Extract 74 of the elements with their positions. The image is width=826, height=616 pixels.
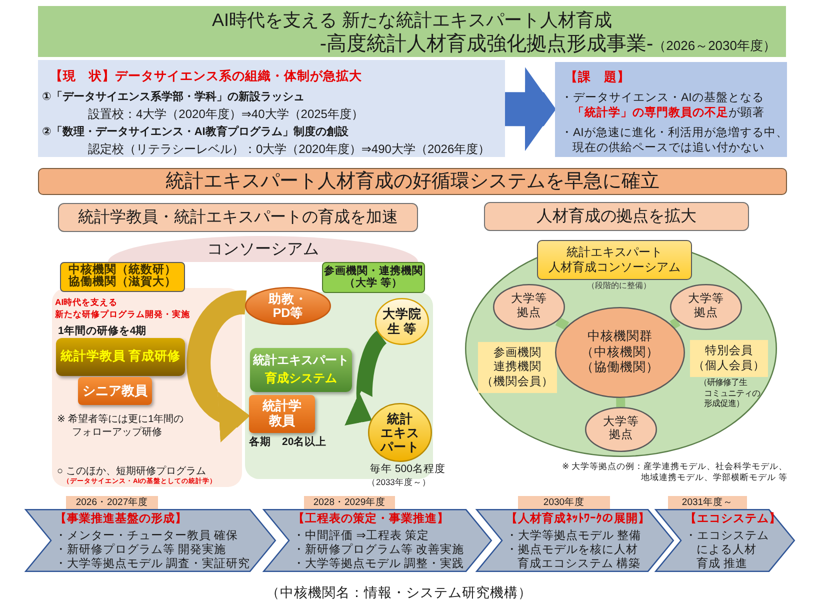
bullet-item: ・メンター・チューター教員 確保 bbox=[55, 529, 238, 543]
annotation-text: 各期 20名以上 bbox=[249, 436, 327, 450]
annotation-text: AI時代を支える新たな研修プログラム開発・実施 bbox=[55, 296, 190, 320]
box-text: 育成システム bbox=[264, 371, 338, 386]
bullet-item: ・エコシステムによる人材育成 推進 bbox=[685, 529, 769, 571]
issue-panel bbox=[555, 62, 787, 157]
year-tab: 2030年度 bbox=[518, 496, 610, 510]
process-box bbox=[250, 348, 352, 392]
bullet-item: ・大学等拠点モデル 調整・実践 bbox=[293, 557, 464, 571]
note-text: ※ 希望者等には更に1年間のフォローアップ研修 bbox=[57, 413, 184, 439]
list-item: ①「データサイエンス系学部・学科」の新設ラッシュ bbox=[42, 91, 304, 105]
detail-text: 認定校（リテラシーレベル）：0大学（2020年度）⇒490大学（2026年度） bbox=[88, 142, 490, 157]
connector-bar bbox=[555, 317, 570, 330]
step-heading: 【人材育成ﾈｯﾄﾜｰｸの展開】 bbox=[506, 512, 650, 526]
bullet-item: ・新研修プログラム等 改善実施 bbox=[293, 543, 464, 557]
label-box: 参画機関連携機関（機関会員） bbox=[478, 342, 557, 393]
subtitle-text: -高度統計人材育成強化拠点形成事業- bbox=[320, 33, 654, 55]
annotation-text: 1年間の研修を4期 bbox=[58, 325, 147, 338]
circle-node: 大学院生 等 bbox=[375, 298, 429, 345]
circle-node: 中核機関群（中核機関）（協働機関） bbox=[555, 307, 685, 398]
bullet-item: ・AIが急速に進化・利活用が急増する中、現在の供給ペースでは追い付かない bbox=[561, 126, 788, 156]
bullet-item: ・大学等拠点モデル 調査・実証研究 bbox=[55, 557, 250, 571]
step-heading: 【エコシステム】 bbox=[685, 512, 781, 526]
label-box: 参画機関・連携機関（大学 等） bbox=[322, 262, 425, 293]
caption: （中核機関名：情報・システム研究機構） bbox=[266, 585, 532, 602]
bullet-item: ・中間評価 ⇒工程表 策定 bbox=[293, 529, 430, 543]
list-item: ②「数理・データサイエンス・AI教育プログラム」制度の創設 bbox=[42, 126, 348, 140]
process-box: 統計学教員 bbox=[249, 395, 315, 433]
note-text: ○ このほか、短期研修プログラム bbox=[57, 466, 206, 478]
year-tab: 2028・2029年度 bbox=[304, 496, 395, 510]
label-box: 統計エキスパート人材育成コンソーシアム bbox=[537, 240, 692, 280]
year-tab: 2031年度～ bbox=[668, 496, 747, 510]
annotation-text: 毎年 500名程度 bbox=[370, 463, 446, 476]
label-box: 中核機関（統数研）協働機関（滋賀大） bbox=[60, 262, 185, 292]
bullet-item: ・拠点モデルを核に人材育成エコシステム 構築 bbox=[506, 543, 641, 571]
chevron-step bbox=[476, 509, 674, 572]
label-box: 特別会員（個人会員） bbox=[690, 340, 768, 377]
section-heading: 【現 状】データサイエンス系の組織・体制が急拡大 bbox=[50, 69, 362, 85]
title-text: AI時代を支える 新たな統計エキスパート人材育成 bbox=[210, 9, 613, 32]
connector-bar bbox=[670, 318, 680, 330]
year-tab: 2026・2027年度 bbox=[66, 496, 158, 510]
year-range: （2026～2030年度） bbox=[653, 38, 776, 53]
oval-node: 大学等拠点 bbox=[493, 284, 565, 330]
chevron-step bbox=[263, 509, 492, 572]
curved-arrow bbox=[343, 331, 388, 426]
status-panel bbox=[38, 60, 505, 157]
bullet-item: ・大学等拠点モデル 整備 bbox=[506, 529, 642, 543]
process-box: シニア教員 bbox=[78, 377, 152, 405]
annotation-text: （研修修了生コミュニティの形成促進） bbox=[699, 377, 760, 408]
ellipse-area bbox=[465, 240, 777, 457]
step-heading: 【事業推進基盤の形成】 bbox=[55, 512, 187, 526]
process-box: 統計学教員 育成研修 bbox=[56, 338, 185, 376]
block-arrow bbox=[504, 67, 556, 152]
chevron-step bbox=[655, 509, 795, 572]
oval-node: 大学等拠点 bbox=[585, 407, 657, 452]
title-band bbox=[38, 6, 786, 57]
heading-band: 統計エキスパート人材育成の好循環システムを早急に確立 bbox=[38, 168, 787, 195]
annotation-text: （2033年度～） bbox=[367, 477, 431, 488]
chevron-step bbox=[25, 509, 276, 572]
heading-band: 人材育成の拠点を拡大 bbox=[484, 202, 749, 231]
circle-node: 統計エキスパート bbox=[368, 403, 432, 462]
annotation-text: （段階的に整備） bbox=[587, 281, 651, 291]
step-heading: 【工程表の策定・事業推進】 bbox=[293, 512, 449, 526]
oval-node: 大学等拠点 bbox=[670, 284, 742, 330]
bullet-item: ・新研修プログラム等 開発実施 bbox=[55, 543, 226, 557]
bullet-item: ・データサイエンス・AIの基盤となる「統計学」の専門教員の不足が顕著 bbox=[561, 91, 766, 121]
dome-banner: コンソーシアム bbox=[108, 236, 418, 262]
connector-bar bbox=[616, 398, 626, 408]
note-text: ※ 大学等拠点の例：産学連携モデル、社会科学モデル、地域連携モデル、学部横断モデル 等 bbox=[562, 461, 788, 483]
heading-band: 統計学教員・統計エキスパートの育成を加速 bbox=[58, 203, 418, 232]
oval-node: 助教・PD等 bbox=[245, 287, 331, 325]
box-text: 統計エキスパート bbox=[252, 353, 350, 368]
section-heading: 【課 題】 bbox=[565, 70, 630, 86]
detail-text: 設置校：4大学（2020年度）⇒40大学（2025年度） bbox=[88, 107, 364, 122]
